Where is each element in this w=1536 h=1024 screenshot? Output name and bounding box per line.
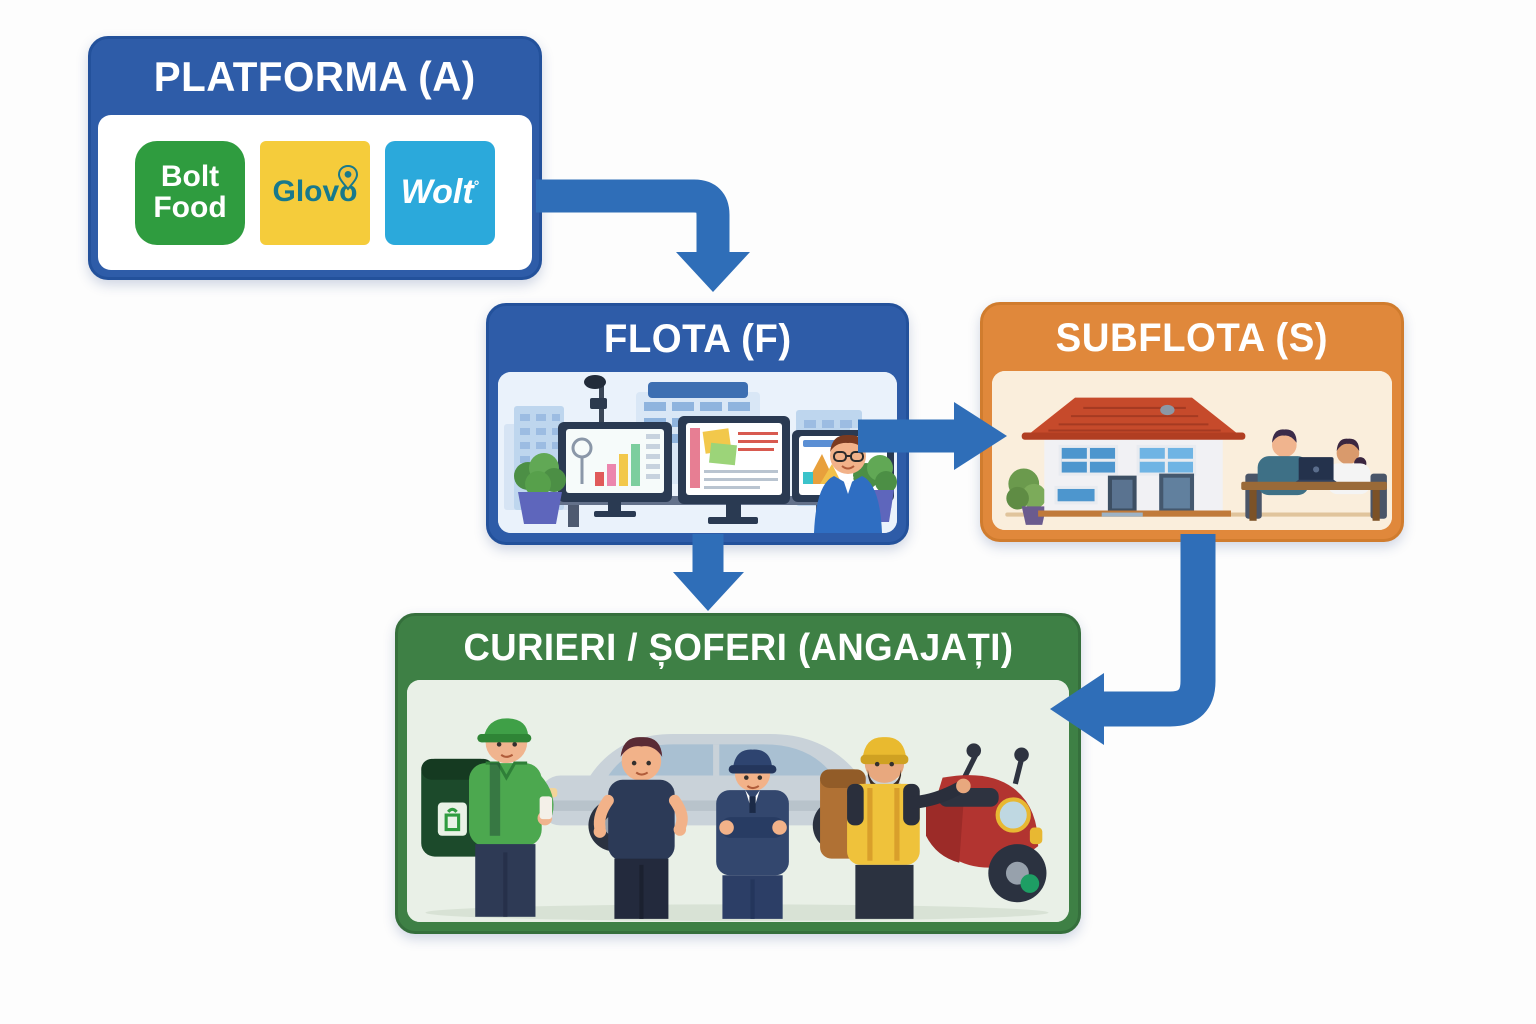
arrow-flota-to-curieri bbox=[673, 534, 744, 611]
plant-left bbox=[514, 453, 566, 524]
bolt-food-line1: Bolt bbox=[160, 159, 220, 193]
wolt-superscript: ° bbox=[473, 177, 480, 194]
arrow-platforma-to-flota bbox=[536, 179, 750, 292]
curieri-workers-illustration bbox=[407, 680, 1069, 922]
wolt-logo-text: Wolt° bbox=[401, 175, 480, 210]
driver-uniform-figure bbox=[716, 749, 789, 919]
node-curieri: CURIERI / ȘOFERI (ANGAJAȚI) bbox=[395, 613, 1081, 934]
node-subflota: SUBFLOTA (S) bbox=[980, 302, 1404, 542]
house-icon bbox=[1021, 397, 1246, 517]
node-subflota-header: SUBFLOTA (S) bbox=[983, 305, 1401, 371]
node-flota-title: FLOTA (F) bbox=[603, 316, 792, 361]
node-curieri-body bbox=[407, 680, 1069, 922]
courier-green-figure bbox=[421, 718, 554, 917]
flota-office-illustration bbox=[498, 372, 897, 533]
node-flota-header: FLOTA (F) bbox=[489, 306, 906, 372]
node-flota-body bbox=[498, 372, 897, 533]
bar-chart-monitor bbox=[558, 422, 672, 517]
document-monitor bbox=[678, 416, 790, 524]
node-platforma-header: PLATFORMA (A) bbox=[91, 39, 539, 115]
node-flota: FLOTA (F) bbox=[486, 303, 909, 545]
subflota-house-illustration bbox=[992, 371, 1392, 530]
node-subflota-body bbox=[992, 371, 1392, 530]
bolt-food-logo-text: Bolt Food bbox=[153, 159, 227, 224]
glovo-pin-icon bbox=[338, 164, 358, 191]
node-curieri-header: CURIERI / ȘOFERI (ANGAJAȚI) bbox=[398, 616, 1078, 680]
bolt-food-line2: Food bbox=[153, 190, 227, 224]
node-subflota-title: SUBFLOTA (S) bbox=[1055, 315, 1329, 360]
node-curieri-title: CURIERI / ȘOFERI (ANGAJAȚI) bbox=[462, 626, 1014, 669]
node-platforma-title: PLATFORMA (A) bbox=[153, 53, 477, 100]
wolt-logo: Wolt° bbox=[385, 140, 495, 245]
meeting-figures bbox=[1241, 429, 1387, 521]
bolt-food-logo: Bolt Food bbox=[135, 140, 245, 245]
node-platforma-body: Bolt Food Glovo Wolt° bbox=[98, 115, 532, 270]
glovo-logo: Glovo bbox=[260, 140, 370, 245]
node-platforma: PLATFORMA (A) Bolt Food Glovo Wolt° bbox=[88, 36, 542, 280]
wolt-word: Wolt bbox=[400, 173, 474, 212]
driver-tshirt-figure bbox=[593, 737, 688, 919]
courier-yellow-figure bbox=[820, 737, 971, 919]
scooter-icon bbox=[925, 743, 1047, 903]
fleet-manager-figure bbox=[814, 434, 882, 533]
